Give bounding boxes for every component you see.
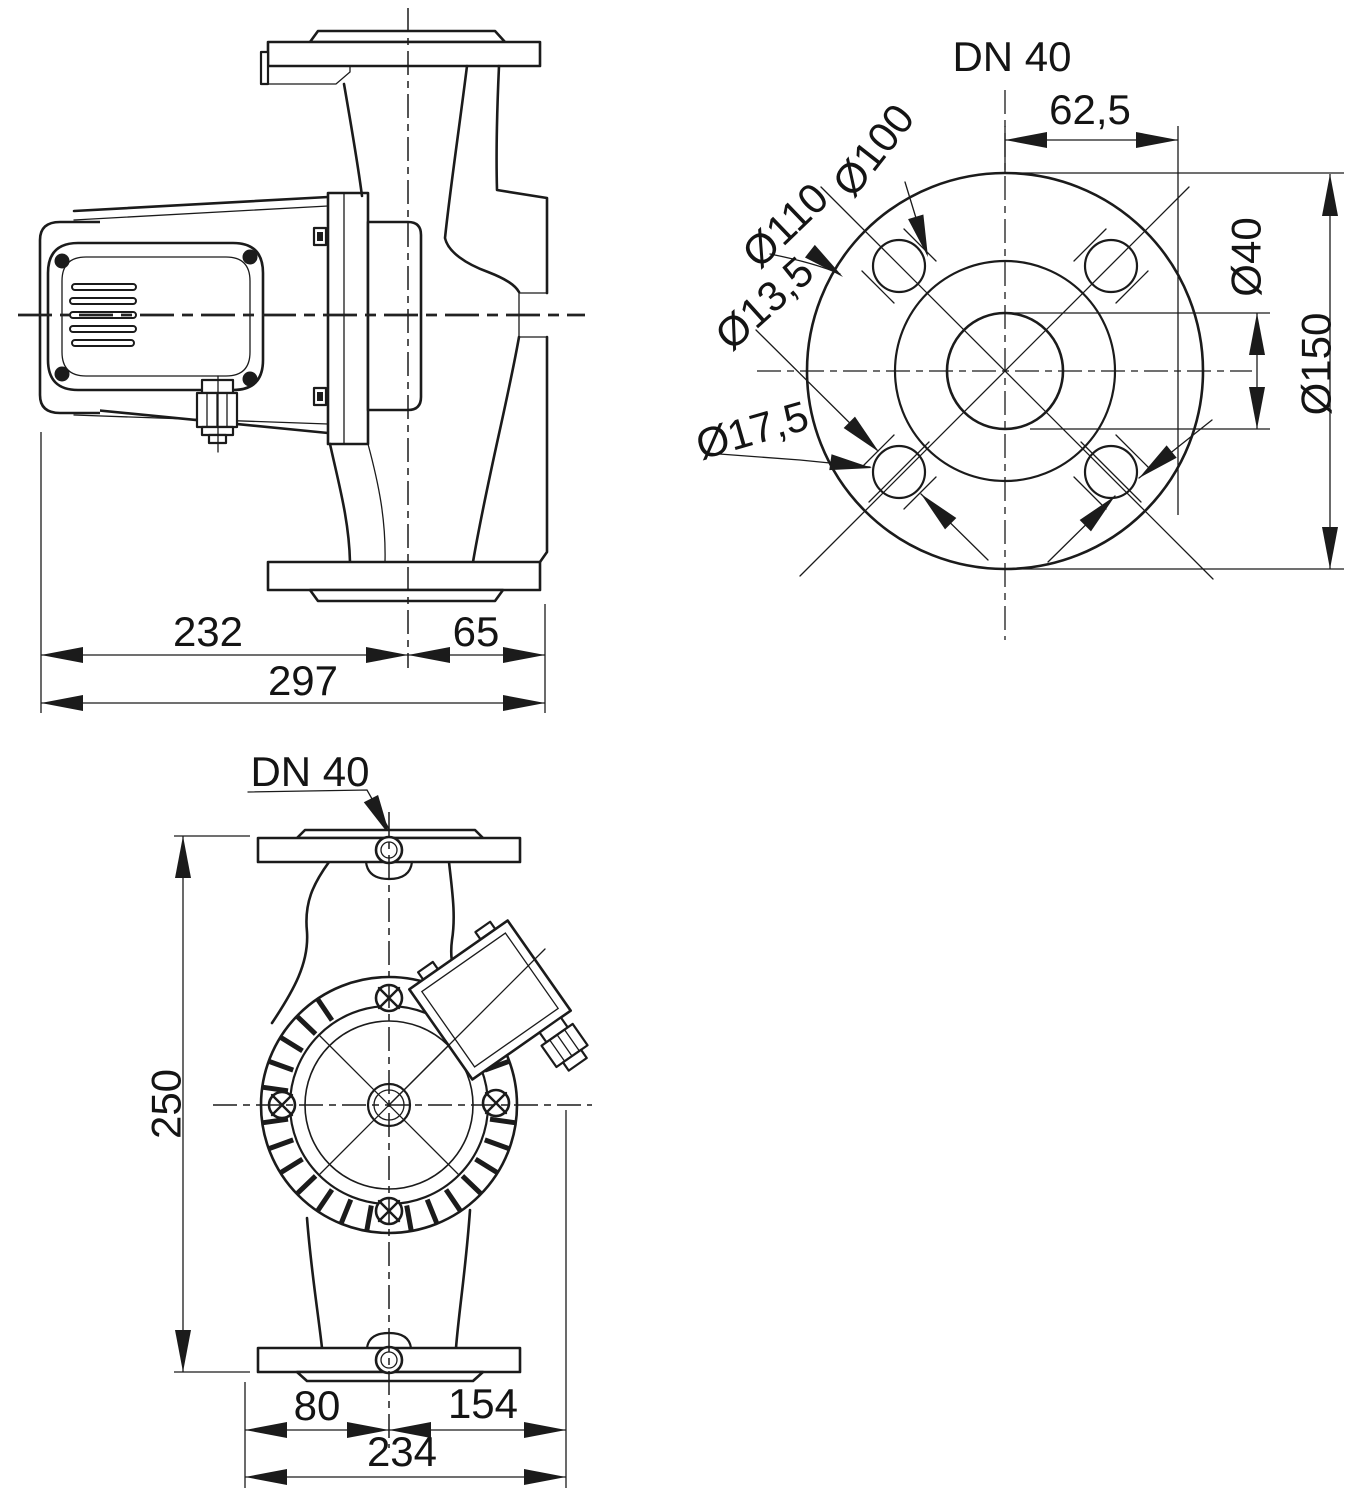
volute-outline <box>328 64 549 564</box>
motor-mounting-plate <box>326 191 370 446</box>
bottom-left-profile <box>305 1216 324 1350</box>
dim-pump-depth: 65 <box>453 608 500 655</box>
flange-title: DN 40 <box>952 33 1071 80</box>
flange-view: DN 40 <box>691 33 1344 640</box>
dim-height: 250 <box>143 1069 190 1139</box>
motor <box>38 220 265 415</box>
side-view: 232 65 297 <box>18 8 585 713</box>
front-view-dimensions: 250 80 154 234 <box>143 835 567 1488</box>
clamp-screws <box>312 226 328 407</box>
dim-pitch-half-group: 62,5 <box>1005 86 1178 148</box>
dim-flange-od: Ø150 <box>1293 313 1340 416</box>
dim-motor-length: 232 <box>173 608 243 655</box>
cable-gland <box>195 375 239 453</box>
dim-left-width: 80 <box>294 1382 341 1429</box>
bolt-holes <box>861 228 1149 510</box>
bottom-flange <box>266 560 542 603</box>
cooling-fins <box>262 998 516 1231</box>
dim-raised-face: Ø100 <box>823 95 923 205</box>
dim-bore: Ø40 <box>1223 217 1270 296</box>
diagonal-centerline-2 <box>799 186 1190 577</box>
body-left-profile <box>270 860 331 1025</box>
dim-flange-od-group: Ø150 <box>1293 174 1340 569</box>
leader-labels: Ø100 Ø110 Ø13,5 Ø17,5 <box>691 95 1213 563</box>
front-view: DN 40 <box>143 748 592 1488</box>
dim-total-width: 234 <box>367 1428 437 1475</box>
dim-pitch-half: 62,5 <box>1049 86 1131 133</box>
diagonal-centerline-1 <box>820 186 1214 580</box>
dim-total-length: 297 <box>268 657 338 704</box>
front-label: DN 40 <box>250 748 369 795</box>
flange-extension-lines <box>1004 126 1344 570</box>
terminal-box <box>408 919 589 1081</box>
bottom-right-profile <box>454 1208 472 1350</box>
front-label-group: DN 40 <box>247 748 398 840</box>
dim-bore-group: Ø40 <box>1223 217 1270 429</box>
top-flange <box>259 29 542 86</box>
diagonal-to-box <box>388 948 546 1106</box>
dim-right-width: 154 <box>448 1380 518 1427</box>
motor-bolts <box>54 249 258 387</box>
side-view-dimensions: 232 65 297 <box>40 432 546 713</box>
